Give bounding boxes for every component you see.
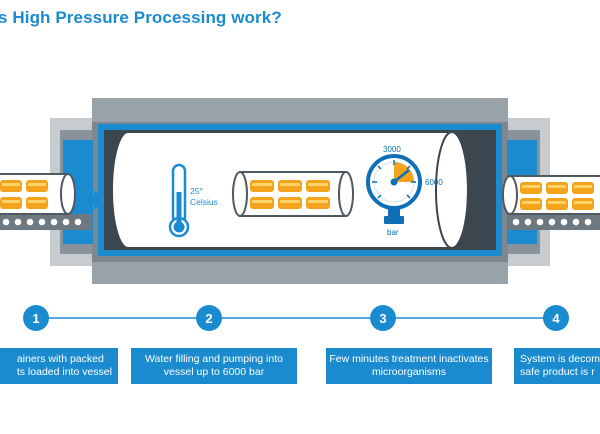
gauge-top-label: 3000 bbox=[383, 145, 401, 154]
step-description-2: Water filling and pumping into vessel up… bbox=[131, 348, 297, 384]
step-4-line-2: safe product is r bbox=[520, 366, 595, 378]
temperature-value: 25° bbox=[190, 186, 203, 196]
step-marker-1: 1 bbox=[23, 305, 49, 331]
temperature-unit: Celsius bbox=[190, 197, 218, 207]
step-2-line-1: Water filling and pumping into bbox=[145, 353, 283, 365]
step-marker-4: 4 bbox=[543, 305, 569, 331]
step-2-line-2: vessel up to 6000 bar bbox=[163, 366, 265, 378]
step-1-line-2: ts loaded into vessel bbox=[16, 366, 112, 378]
step-3-line-1: Few minutes treatment inactivates bbox=[329, 353, 489, 365]
step-number-4: 4 bbox=[552, 311, 560, 326]
step-timeline: 1 2 3 4 bbox=[23, 305, 569, 331]
step-1-line-1: ainers with packed bbox=[16, 353, 104, 365]
right-product-packs bbox=[520, 182, 594, 210]
center-product-container bbox=[232, 171, 354, 217]
step-marker-3: 3 bbox=[370, 305, 396, 331]
step-number-3: 3 bbox=[379, 311, 386, 326]
left-product-packs bbox=[0, 180, 48, 209]
thermometer-icon: 25° Celsius bbox=[168, 163, 218, 238]
gauge-unit-label: bar bbox=[387, 228, 399, 237]
step-3-line-2: microorganisms bbox=[371, 366, 447, 378]
step-description-3: Few minutes treatment inactivates microo… bbox=[326, 348, 492, 384]
step-description-4: System is decom safe product is r bbox=[514, 348, 600, 384]
step-number-1: 1 bbox=[32, 311, 39, 326]
step-number-2: 2 bbox=[205, 311, 212, 326]
step-marker-2: 2 bbox=[196, 305, 222, 331]
gauge-right-label: 6000 bbox=[425, 178, 443, 187]
pressure-gauge-icon: 3000 6000 bar bbox=[366, 145, 443, 237]
step-4-line-1: System is decom bbox=[520, 353, 600, 365]
step-description-1: ainers with packed ts loaded into vessel bbox=[0, 348, 118, 384]
page-title: s High Pressure Processing work? bbox=[0, 8, 282, 27]
